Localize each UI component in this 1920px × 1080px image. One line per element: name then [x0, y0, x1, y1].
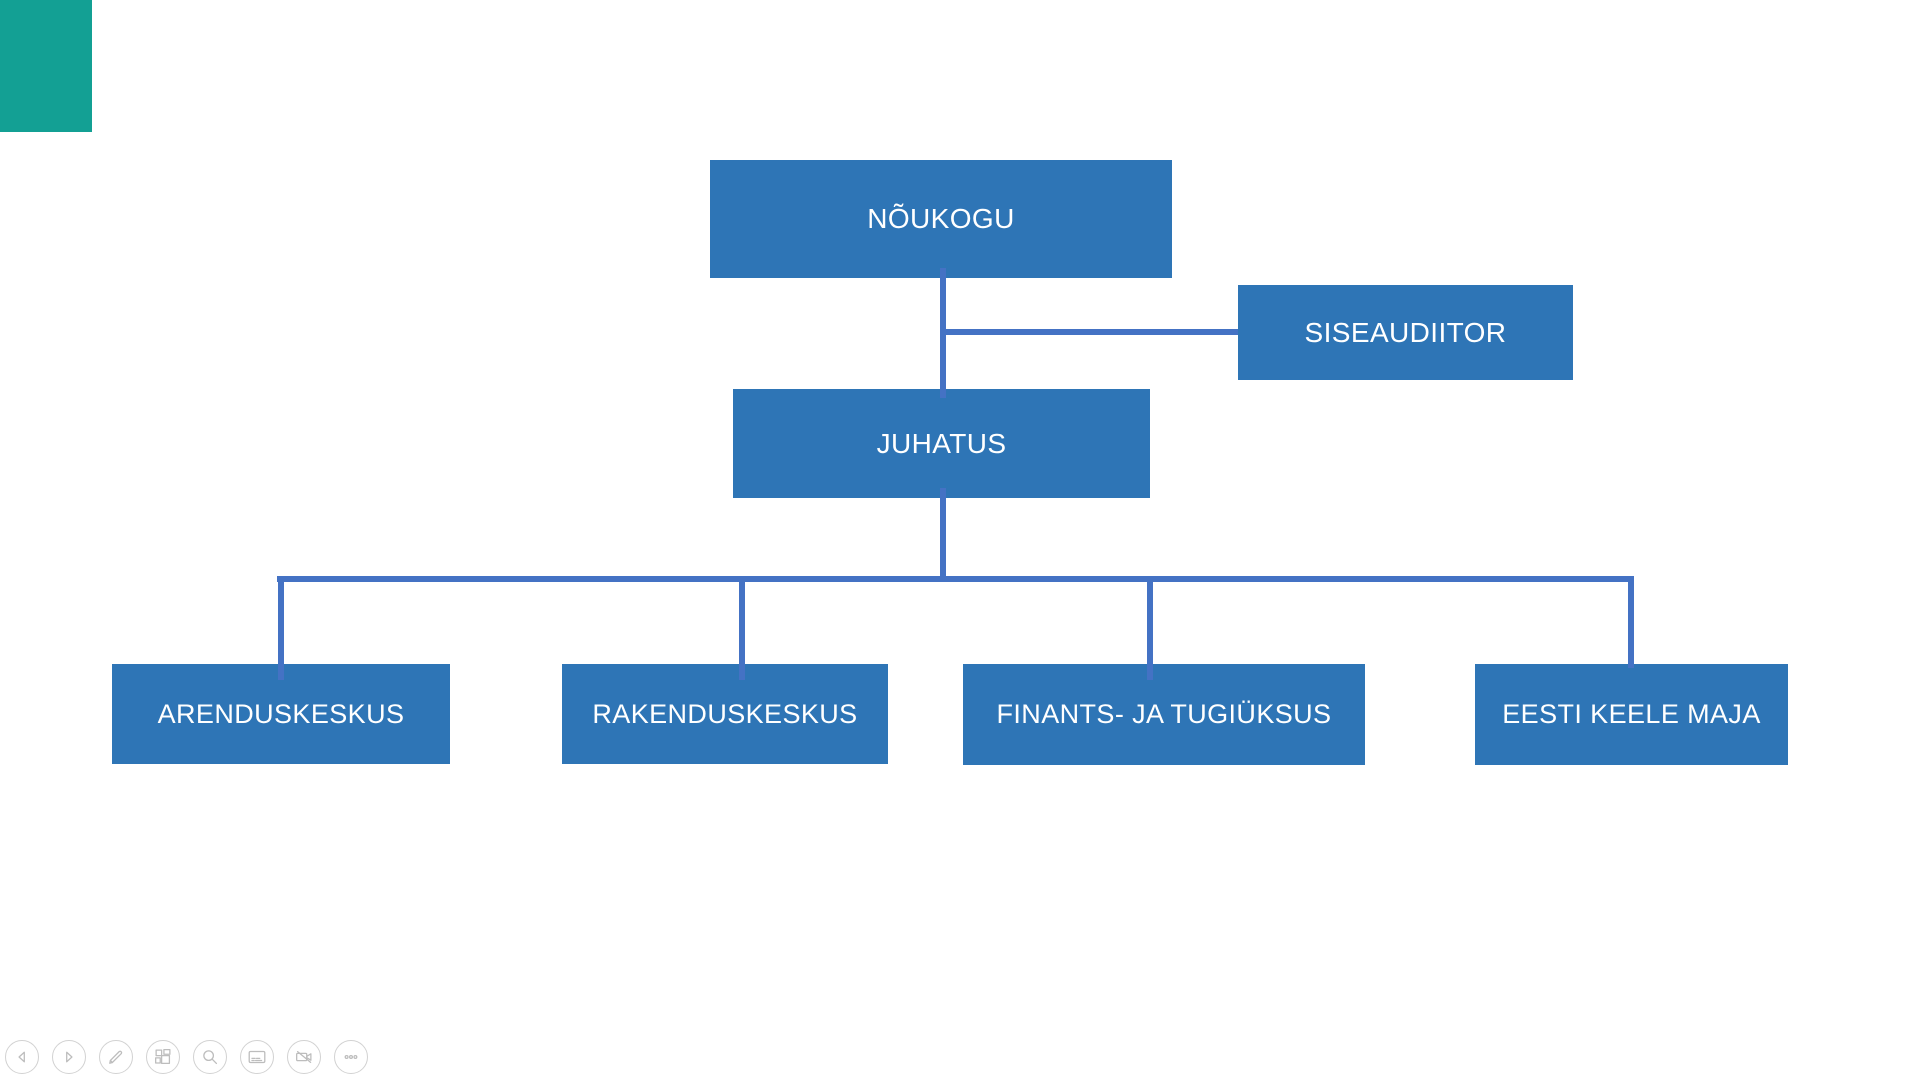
slides-grid-icon	[155, 1049, 171, 1065]
magnifier-icon	[203, 1050, 218, 1065]
org-node-label: NÕUKOGU	[867, 203, 1015, 234]
previous-slide-button[interactable]	[5, 1040, 39, 1074]
zoom-slide-button[interactable]	[193, 1040, 227, 1074]
org-node-label: FINANTS- JA TUGIÜKSUS	[996, 699, 1332, 729]
org-node-finants-ja-tugiuksus: FINANTS- JA TUGIÜKSUS	[963, 664, 1365, 765]
connector-juhatus-bus	[940, 488, 946, 582]
org-node-label: SISEAUDIITOR	[1304, 316, 1507, 348]
previous-arrow-icon	[18, 1051, 25, 1063]
connector-horizontal-bus	[277, 576, 1634, 582]
org-node-label: RAKENDUSKESKUS	[592, 698, 858, 729]
org-node-juhatus: JUHATUS	[733, 389, 1150, 498]
next-arrow-icon	[66, 1051, 73, 1063]
pen-icon	[109, 1050, 123, 1064]
next-slide-button[interactable]	[52, 1040, 86, 1074]
org-node-arenduskeskus: ARENDUSKESKUS	[112, 664, 450, 764]
connector-drop-eesti	[1628, 576, 1634, 668]
org-node-label: JUHATUS	[876, 427, 1007, 459]
camera-toggle-button[interactable]	[287, 1040, 321, 1074]
connector-drop-rakenduskeskus	[739, 576, 745, 680]
slide-accent-square	[0, 0, 92, 132]
org-node-label: EESTI KEELE MAJA	[1502, 699, 1761, 729]
camera-off-icon	[296, 1051, 312, 1063]
more-options-button[interactable]	[334, 1040, 368, 1074]
connector-drop-arenduskeskus	[278, 576, 284, 680]
org-node-rakenduskeskus: RAKENDUSKESKUS	[562, 664, 888, 764]
captions-icon	[248, 1050, 266, 1064]
ellipsis-icon	[344, 1054, 358, 1060]
org-node-label: ARENDUSKESKUS	[157, 698, 405, 729]
presenter-toolbar	[5, 1040, 368, 1074]
connector-branch-siseaudiitor	[943, 329, 1238, 335]
see-all-slides-button[interactable]	[146, 1040, 180, 1074]
subtitles-button[interactable]	[240, 1040, 274, 1074]
pen-tools-button[interactable]	[99, 1040, 133, 1074]
connector-drop-finants	[1147, 576, 1153, 680]
org-node-siseaudiitor: SISEAUDIITOR	[1238, 285, 1573, 380]
org-node-noukogu: NÕUKOGU	[710, 160, 1172, 278]
org-node-eesti-keele-maja: EESTI KEELE MAJA	[1475, 664, 1788, 765]
